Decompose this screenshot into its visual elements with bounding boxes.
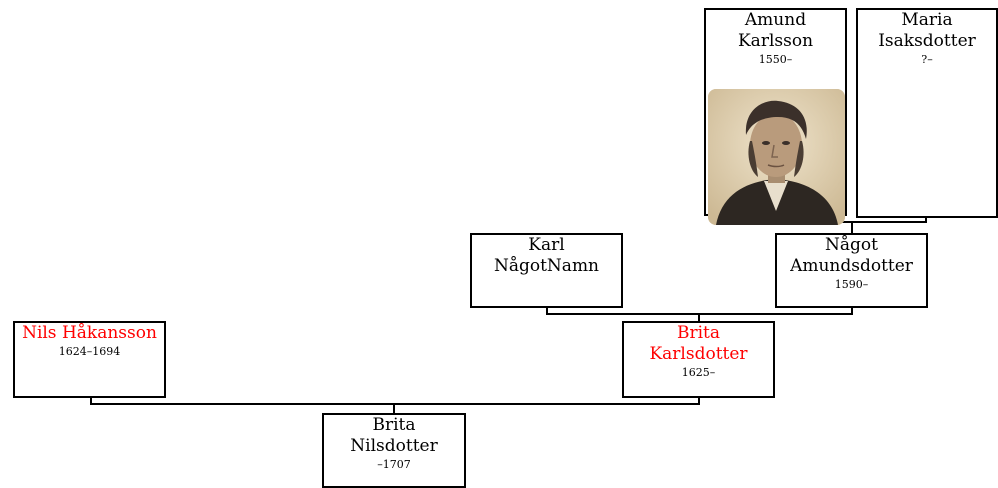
person-name: Nils Håkansson: [22, 323, 157, 343]
connector-amund-maria-bar: [774, 221, 927, 223]
person-brita-karlsdotter[interactable]: Brita Karlsdotter 1625–: [622, 321, 775, 398]
person-dates: 1624–1694: [58, 345, 121, 358]
person-name: Brita Karlsdotter: [649, 323, 748, 364]
person-dates: ?–: [921, 53, 933, 66]
person-dates: –1707: [377, 458, 411, 471]
person-name: Karl NågotNamn: [493, 235, 600, 276]
connector-to-nagot: [851, 221, 853, 233]
person-amund-karlsson[interactable]: Amund Karlsson 1550–: [704, 8, 847, 225]
connector-brita-k-drop: [698, 396, 700, 404]
person-maria-isaksdotter[interactable]: Maria Isaksdotter ?–: [856, 8, 998, 218]
person-nils-hakansson[interactable]: Nils Håkansson 1624–1694: [13, 321, 166, 398]
person-nagot-amundsdotter[interactable]: Något Amundsdotter 1590–: [775, 233, 928, 308]
person-dates: 1590–: [834, 278, 869, 291]
portrait-image: [708, 89, 845, 225]
connector-to-brita-k: [698, 313, 700, 322]
person-name: Amund Karlsson: [737, 10, 814, 51]
person-dates: 1625–: [681, 366, 716, 379]
connector-nils-brita-bar: [90, 403, 700, 405]
connector-nils-drop: [90, 396, 92, 404]
connector-nagot-drop: [851, 306, 853, 314]
person-name: Brita Nilsdotter: [350, 415, 438, 456]
connector-karl-drop: [546, 306, 548, 314]
person-dates: 1550–: [758, 53, 793, 66]
person-name: Något Amundsdotter: [790, 235, 913, 276]
person-brita-nilsdotter[interactable]: Brita Nilsdotter –1707: [322, 413, 466, 488]
connector-to-brita-n: [393, 403, 395, 414]
portrait-photo: [708, 89, 845, 225]
person-karl-nagotnamn[interactable]: Karl NågotNamn: [470, 233, 623, 308]
connector-maria-drop: [925, 216, 927, 222]
person-name: Maria Isaksdotter: [878, 10, 976, 51]
